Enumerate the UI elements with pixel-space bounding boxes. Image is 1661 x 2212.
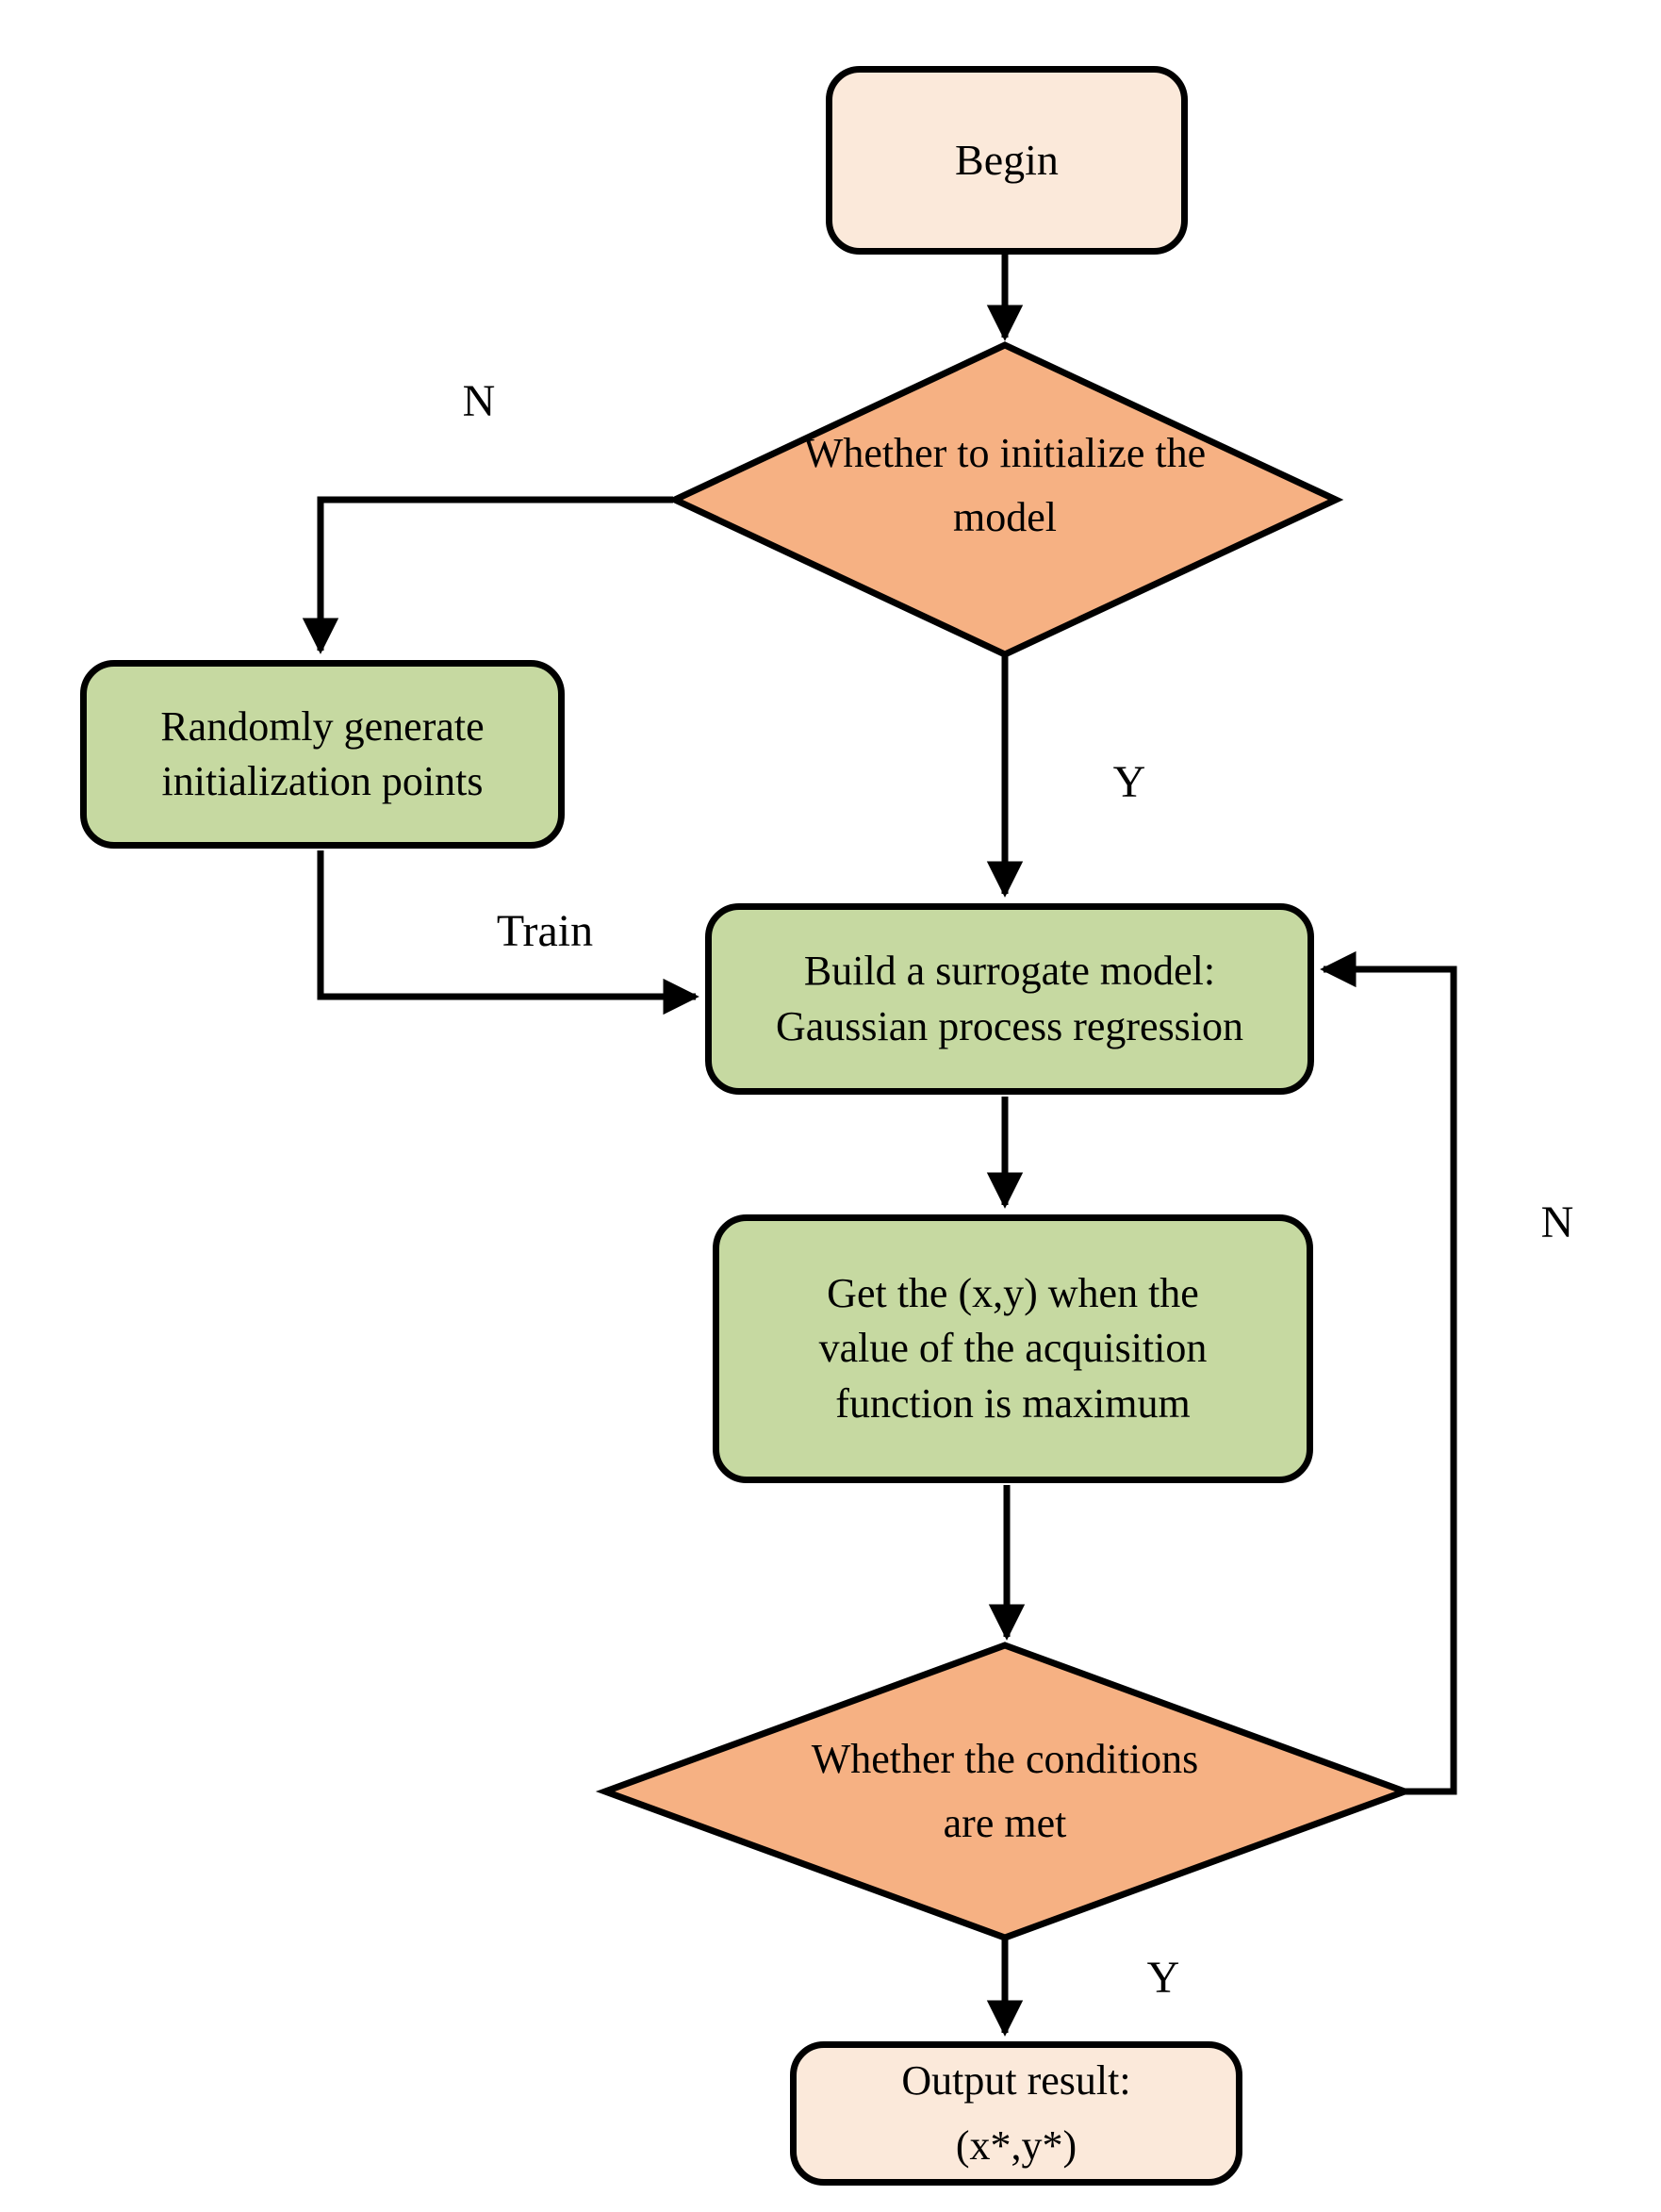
acquisition-max-node: Get the (x,y) when the value of the acqu…: [713, 1214, 1313, 1483]
build-surrogate-line: Gaussian process regression: [775, 1002, 1244, 1049]
edge-decision1-no: [302, 496, 673, 654]
random-init-node: Randomly generate initialization points: [80, 660, 565, 849]
edge-label-yes-initialize: Y: [1112, 757, 1146, 807]
edge-label-no-conditions: N: [1540, 1197, 1574, 1247]
edge-train-random-to-build: [317, 850, 699, 1015]
acquisition-max-line: function is maximum: [835, 1379, 1191, 1427]
build-surrogate-line: Build a surrogate model:: [803, 948, 1216, 995]
decision-conditions-diamond: [595, 1642, 1415, 1941]
random-init-line: initialization points: [161, 758, 484, 804]
decision-initialize-diamond: [666, 341, 1344, 658]
build-surrogate-node: Build a surrogate model: Gaussian proces…: [705, 903, 1314, 1095]
output-result-line: Output result:: [901, 2057, 1131, 2105]
acquisition-max-line: value of the acquisition: [818, 1325, 1208, 1372]
random-init-line: Randomly generate: [160, 702, 485, 750]
edge-decision2-no-loop: [1320, 950, 1457, 1795]
output-result-node: Output result: (x*,y*): [790, 2041, 1242, 2186]
edge-label-train: Train: [496, 906, 594, 956]
edge-label-yes-conditions: Y: [1146, 1953, 1180, 2003]
begin-node: Begin: [826, 66, 1188, 255]
edge-label-no-initialize: N: [462, 376, 496, 426]
acquisition-max-line: Get the (x,y) when the: [827, 1270, 1199, 1317]
begin-label: Begin: [955, 135, 1059, 184]
output-result-line: (x*,y*): [955, 2121, 1077, 2169]
